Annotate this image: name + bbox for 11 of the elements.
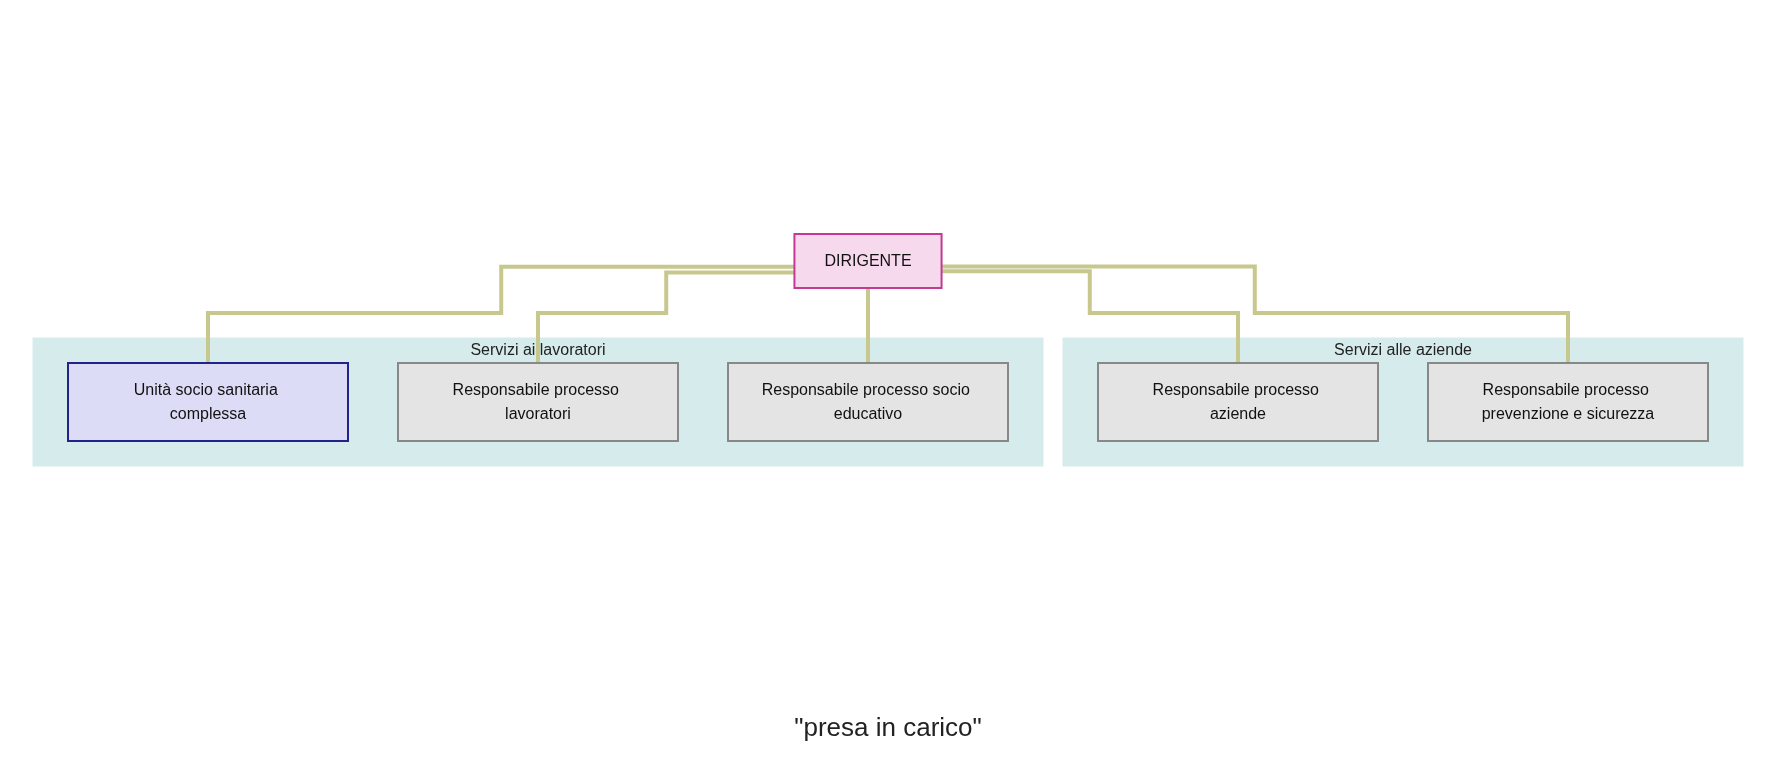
node-box: Unità socio sanitaria complessa [67, 362, 349, 442]
node-box: DIRIGENTE [793, 233, 943, 289]
node-box: Responsabile processo prevenzione e sicurezza [1427, 362, 1709, 442]
connector [941, 269, 1240, 365]
node-box: Responsabile processo socio educativo [727, 362, 1009, 442]
connector [941, 264, 1570, 365]
connector [536, 270, 795, 365]
note-text: "presa in carico" [793, 712, 983, 743]
connector [206, 264, 795, 365]
node-box: Responsabile processo aziende [1097, 362, 1379, 442]
node-box: Responsabile processo lavoratori [397, 362, 679, 442]
